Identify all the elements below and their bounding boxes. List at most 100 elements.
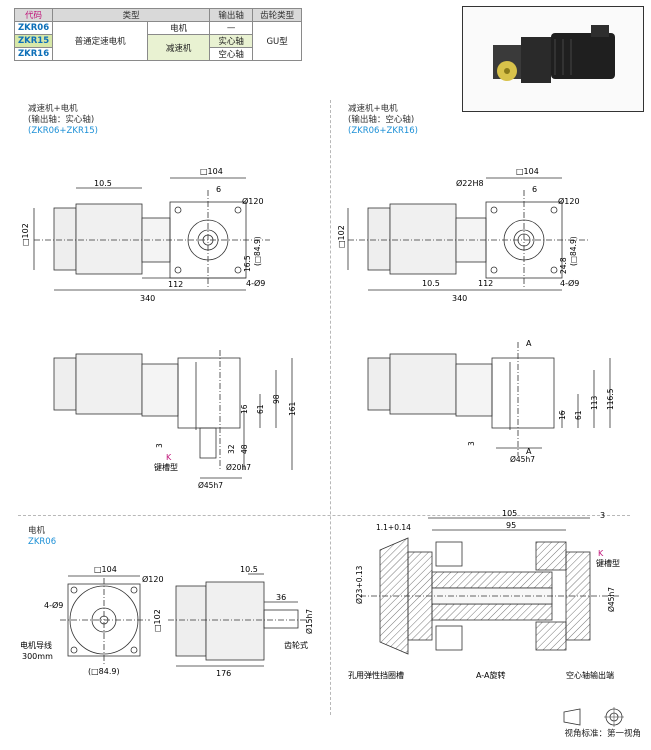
section3-label: 电机 ZKR06 <box>28 526 56 548</box>
dim-10-5: 10.5 <box>94 179 112 188</box>
shaft-value: 空心轴 <box>209 47 254 61</box>
key-k-label: K <box>598 549 604 558</box>
drawing-motor: □104 Ø120 4-Ø9 电机导线 300mm (□84.9) □102 1… <box>20 565 314 678</box>
key-k-label: K <box>166 453 172 462</box>
keyway-label: 键槽型 <box>154 462 178 472</box>
dim-113: 113 <box>590 395 599 410</box>
dim-phi45: Ø45h7 <box>510 455 535 464</box>
header-gear-type: 齿轮类型 <box>252 8 303 22</box>
dim-phi45: Ø45h7 <box>607 587 616 612</box>
header-code: 代码 <box>13 8 54 22</box>
dim-340: 340 <box>452 294 467 303</box>
dim-61: 61 <box>574 410 583 420</box>
projection-standard: 视角标准：第一视角 <box>564 729 641 739</box>
section3-title: 电机 <box>28 526 46 536</box>
section3-codes: ZKR06 <box>28 537 57 547</box>
type-main: 普通定速电机 <box>52 21 149 61</box>
dim-116-5: 116.5 <box>606 388 615 410</box>
dim-sq84-9: (□84.9) <box>569 236 578 266</box>
dim-4-phi9: 4-Ø9 <box>44 600 63 610</box>
gear-style-label: 齿轮式 <box>284 640 308 650</box>
dim-phi20: Ø20h7 <box>226 463 251 472</box>
gear-motor-illustration <box>493 25 615 83</box>
type-motor: 电机 <box>147 21 211 35</box>
header-output-shaft: 输出轴 <box>209 8 254 22</box>
dim-3: 3 <box>467 441 476 446</box>
section2-label: 减速机+电机 (输出轴：空心轴) (ZKR06+ZKR16) <box>348 104 418 137</box>
dim-10-5: 10.5 <box>422 279 440 288</box>
circlip-label: 孔用弹性挡圈槽 <box>348 670 404 680</box>
dim-10-5: 10.5 <box>240 565 258 574</box>
hollow-end-label: 空心轴输出端 <box>566 670 614 680</box>
dim-6: 6 <box>532 185 537 194</box>
drawing-solid-shaft-side: 16 61 98 161 32 48 3 K 键槽型 Ø20h7 Ø45h7 <box>53 350 297 490</box>
row-code: ZKR15 <box>13 34 54 48</box>
row-code: ZKR06 <box>13 21 54 35</box>
header-type: 类型 <box>52 8 211 22</box>
divider-vertical <box>330 100 331 715</box>
dim-phi45: Ø45h7 <box>198 481 223 490</box>
aa-rotation-label: A-A旋转 <box>476 670 505 680</box>
dim-phi22: Ø22H8 <box>456 178 484 188</box>
section-a-bottom: A <box>526 447 532 456</box>
dim-161: 161 <box>288 401 297 416</box>
spec-table: 代码 类型 输出轴 齿轮类型 ZKR06 普通定速电机 电机 — GU型 ZKR… <box>13 8 303 61</box>
section2-subtitle: (输出轴：空心轴) <box>348 115 415 125</box>
dim-3: 3 <box>600 511 605 520</box>
section2-title: 减速机+电机 <box>348 104 398 114</box>
dim-95: 95 <box>506 521 516 530</box>
lead-wire-label: 电机导线 <box>20 640 52 650</box>
dim-phi23: Ø23+0.13 <box>355 565 364 604</box>
dim-32: 32 <box>227 444 236 454</box>
shaft-value: — <box>209 21 254 35</box>
dim-24-8: 24.8 <box>559 257 568 274</box>
dim-phi120: Ø120 <box>242 196 264 206</box>
lead-wire-length: 300mm <box>22 652 53 661</box>
dim-48: 48 <box>240 444 249 454</box>
dim-phi120: Ø120 <box>558 196 580 206</box>
dim-176: 176 <box>216 669 231 678</box>
dim-16: 16 <box>558 410 567 420</box>
dim-98: 98 <box>272 394 281 404</box>
dim-4-phi9: 4-Ø9 <box>246 278 265 288</box>
keyway-label: 键槽型 <box>596 558 620 568</box>
dim-phi120: Ø120 <box>142 574 164 584</box>
section1-label: 减速机+电机 (输出轴：实心轴) (ZKR06+ZKR15) <box>28 104 98 137</box>
gear-value: GU型 <box>252 21 303 61</box>
shaft-value: 实心轴 <box>209 34 254 48</box>
dim-3: 3 <box>155 443 164 448</box>
dim-sq102: □102 <box>153 609 162 632</box>
section2-codes: (ZKR06+ZKR16) <box>348 126 418 136</box>
type-reducer: 减速机 <box>147 34 211 61</box>
dim-112: 112 <box>168 280 183 289</box>
dim-phi15: Ø15h7 <box>305 609 314 634</box>
dim-16-5: 16.5 <box>243 255 252 272</box>
dim-sq104: □104 <box>94 565 117 574</box>
dim-sq104: □104 <box>516 167 539 176</box>
dim-4-phi9: 4-Ø9 <box>560 278 579 288</box>
dim-6: 6 <box>216 185 221 194</box>
dim-36: 36 <box>276 593 286 602</box>
dim-340: 340 <box>140 294 155 303</box>
row-code: ZKR16 <box>13 47 54 61</box>
dim-sq84-9: (□84.9) <box>88 667 120 676</box>
dim-16: 16 <box>240 404 249 414</box>
first-angle-projection-icon <box>563 707 624 727</box>
drawing-solid-shaft-front: 10.5 □104 6 Ø120 □102 (□84.9) 16.5 4-Ø9 … <box>21 167 270 303</box>
dim-sq102: □102 <box>21 223 30 246</box>
drawing-hollow-shaft-front: Ø22H8 □104 6 Ø120 □102 (□84.9) 24.8 4-Ø9… <box>338 167 588 303</box>
product-photo <box>462 6 644 112</box>
drawing-hollow-shaft-side: A A 16 61 113 116.5 3 Ø45h7 <box>367 339 615 464</box>
section-a-top: A <box>526 339 532 348</box>
dim-sq84-9: (□84.9) <box>253 236 262 266</box>
section1-subtitle: (输出轴：实心轴) <box>28 115 95 125</box>
dim-61: 61 <box>256 404 265 414</box>
drawing-section-aa: 105 95 3 1.1+0.14 Ø23+0.13 K 键槽型 Ø45h7 孔… <box>348 509 620 680</box>
dim-1-1: 1.1+0.14 <box>376 523 411 532</box>
dim-112: 112 <box>478 279 493 288</box>
section1-title: 减速机+电机 <box>28 104 78 114</box>
dim-105: 105 <box>502 509 517 518</box>
dim-sq102: □102 <box>338 225 346 248</box>
section1-codes: (ZKR06+ZKR15) <box>28 126 98 136</box>
divider-horizontal <box>18 515 630 516</box>
